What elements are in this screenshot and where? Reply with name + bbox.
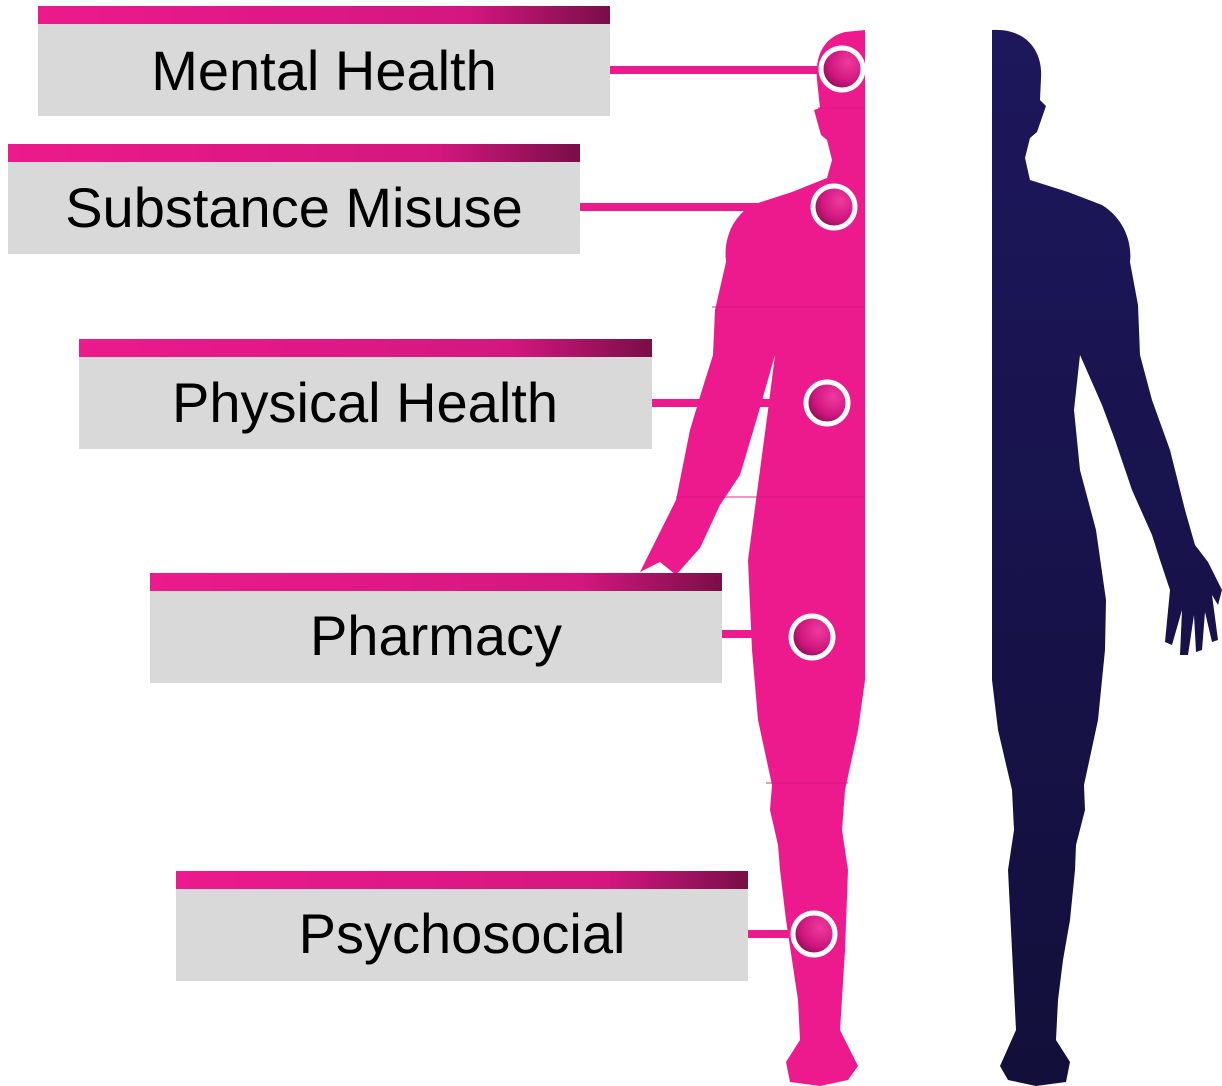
marker-substance-misuse bbox=[813, 186, 855, 228]
label-psychosocial: Psychosocial bbox=[176, 871, 748, 981]
label-substance-misuse: Substance Misuse bbox=[8, 144, 580, 254]
label-accent-bar bbox=[8, 144, 580, 162]
label-text: Mental Health bbox=[151, 39, 497, 102]
label-text: Pharmacy bbox=[310, 604, 562, 667]
label-text: Physical Health bbox=[172, 371, 558, 434]
navy-body-half bbox=[992, 30, 1222, 1086]
marker-mental-health bbox=[821, 48, 863, 90]
label-text: Psychosocial bbox=[299, 902, 626, 965]
label-accent-bar bbox=[38, 6, 610, 24]
label-accent-bar bbox=[79, 339, 652, 357]
label-accent-bar bbox=[150, 573, 722, 591]
marker-physical-health bbox=[806, 382, 848, 424]
marker-psychosocial bbox=[793, 913, 835, 955]
label-accent-bar bbox=[176, 871, 748, 889]
label-mental-health: Mental Health bbox=[38, 6, 610, 116]
marker-pharmacy bbox=[791, 616, 833, 658]
label-pharmacy: Pharmacy bbox=[150, 573, 722, 683]
label-text: Substance Misuse bbox=[65, 176, 523, 239]
label-physical-health: Physical Health bbox=[79, 339, 652, 449]
